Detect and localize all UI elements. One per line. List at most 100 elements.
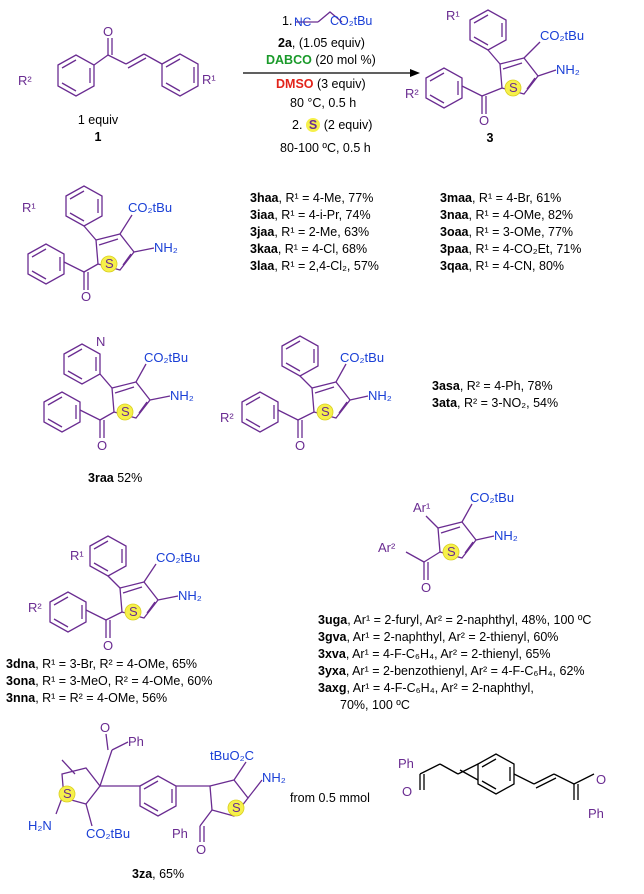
ar-series: 3uga, Ar¹ = 2-furyl, Ar² = 2-naphthyl, 4… [318, 612, 591, 714]
amino-group: NH₂ [368, 388, 392, 403]
nc-group: NC [294, 15, 312, 29]
atom-o: O [479, 113, 489, 128]
sulfur-line: 2. S (2 equiv) [292, 117, 372, 134]
ester-group: CO₂tBu [128, 200, 172, 215]
atom-r1: R¹ [202, 72, 216, 87]
ester-group: CO₂tBu [156, 550, 200, 565]
sulfur-symbol: S [305, 118, 321, 132]
atom-o: O [103, 638, 113, 653]
atom-ar2: Ar² [378, 540, 396, 555]
list-item: 3nna, R¹ = R² = 4-OMe, 56% [6, 691, 168, 705]
compound-3raa-label: 3raa 52% [88, 471, 143, 485]
amino-group: NH₂ [556, 62, 580, 77]
temp-time-2: 80-100 ºC, 0.5 h [280, 141, 371, 155]
phenyl-group: Ph [128, 734, 144, 749]
list-item: 3ata, R² = 3-NO₂, 54% [432, 396, 559, 410]
step1-number: 1. [282, 14, 293, 28]
list-item: 70%, 100 ºC [340, 698, 410, 712]
list-item: 3paa, R¹ = 4-CO₂Et, 71% [440, 242, 582, 256]
ester-reagent-label: CO₂tBu [330, 13, 372, 30]
list-item: 3axg, Ar¹ = 4-F-C₆H₄, Ar² = 2-naphthyl, [318, 681, 534, 695]
structure-r2-series [241, 335, 369, 438]
list-item: 3dna, R¹ = 3-Br, R² = 4-OMe, 65% [6, 657, 198, 671]
atom-o: O [596, 772, 606, 787]
list-item: 3xva, Ar¹ = 4-F-C₆H₄, Ar² = 2-thienyl, 6… [318, 647, 551, 661]
r1r2-series: 3dna, R¹ = 3-Br, R² = 4-OMe, 65% 3ona, R… [6, 656, 212, 707]
amino-group: NH₂ [170, 388, 194, 403]
reactant-equiv: 1 equiv [77, 113, 119, 127]
structure-r1r2-series [49, 535, 179, 638]
atom-o: O [196, 842, 206, 857]
ester-group: CO₂tBu [470, 490, 514, 505]
reagent-line: 2a, (1.05 equiv) [278, 35, 365, 52]
structure-r1-series [27, 185, 155, 290]
list-item: 3naa, R¹ = 4-OMe, 82% [440, 208, 574, 222]
solvent-name: DMSO [276, 77, 314, 91]
base-amount: (20 mol %) [311, 53, 376, 67]
atom-o: O [402, 784, 412, 799]
list-item: 3qaa, R¹ = 4-CN, 80% [440, 259, 565, 273]
bis-chalcone-precursor [419, 753, 595, 800]
atom-o: O [97, 438, 107, 453]
list-item: 3uga, Ar¹ = 2-furyl, Ar² = 2-naphthyl, 4… [318, 613, 592, 627]
atom-o: O [100, 720, 110, 735]
atom-o: O [81, 289, 91, 304]
atom-o: O [421, 580, 431, 595]
reactant-label: 1 [94, 130, 102, 144]
step2-number: 2. [292, 118, 303, 132]
atom-r1: R¹ [446, 8, 460, 23]
ester-group: CO₂tBu [330, 14, 373, 28]
sulfur-amount: (2 equiv) [320, 118, 373, 132]
ester-group: CO₂tBu [340, 350, 384, 365]
atom-o: O [295, 438, 305, 453]
structure-3za [55, 733, 263, 842]
atom-s: S [509, 80, 518, 95]
list-item: 3jaa, R¹ = 2-Me, 63% [250, 225, 370, 239]
amino-group: H₂N [28, 818, 52, 833]
list-item: 3ona, R¹ = 3-MeO, R² = 4-OMe, 60% [6, 674, 213, 688]
r2-series: 3asa, R² = 4-Ph, 78% 3ata, R² = 3-NO₂, 5… [432, 378, 558, 412]
solvent-line: DMSO (3 equiv) [276, 76, 366, 93]
amino-group: NH₂ [494, 528, 518, 543]
atom-o: O [103, 24, 113, 39]
amino-group: NH₂ [154, 240, 178, 255]
atom-s: S [121, 404, 130, 419]
product-label: 3 [486, 131, 494, 145]
list-item: 3laa, R¹ = 2,4-Cl₂, 57% [250, 259, 379, 273]
ester-group: tBuO₂C [210, 748, 254, 763]
atom-s: S [105, 256, 114, 271]
atom-s: S [447, 544, 456, 559]
atom-n: N [96, 334, 105, 349]
amino-group: NH₂ [262, 770, 286, 785]
atom-r1: R¹ [70, 548, 84, 563]
atom-s: S [232, 800, 241, 815]
phenyl-group: Ph [398, 756, 414, 771]
compound-3za-label: 3za, 65% [132, 867, 185, 881]
ester-group: CO₂tBu [144, 350, 188, 365]
atom-s: S [129, 604, 138, 619]
list-item: 3kaa, R¹ = 4-Cl, 68% [250, 242, 368, 256]
list-item: 3maa, R¹ = 4-Br, 61% [440, 191, 562, 205]
list-item: 3oaa, R¹ = 3-OMe, 77% [440, 225, 574, 239]
ester-group: CO₂tBu [540, 28, 584, 43]
atom-r2: R² [220, 410, 234, 425]
ester-group: CO₂tBu [86, 826, 130, 841]
list-item: 3haa, R¹ = 4-Me, 77% [250, 191, 374, 205]
r1-series-col1: 3haa, R¹ = 4-Me, 77% 3iaa, R¹ = 4-i-Pr, … [250, 190, 379, 275]
list-item: 3yxa, Ar¹ = 2-benzothienyl, Ar² = 4-F-C₆… [318, 664, 585, 678]
reagent-code: 2a [278, 36, 292, 50]
scale-note: from 0.5 mmol [290, 791, 370, 805]
temp-time-1: 80 °C, 0.5 h [290, 96, 357, 110]
atom-s: S [63, 786, 72, 801]
r1-series-col2: 3maa, R¹ = 4-Br, 61% 3naa, R¹ = 4-OMe, 8… [440, 190, 581, 275]
list-item: 3gva, Ar¹ = 2-naphthyl, Ar² = 2-thienyl,… [318, 630, 559, 644]
reagent-equiv: , (1.05 equiv) [291, 36, 365, 50]
product-generic-thiophene [425, 9, 557, 114]
amino-group: NH₂ [178, 588, 202, 603]
atom-s: S [321, 404, 330, 419]
phenyl-group: Ph [172, 826, 188, 841]
solvent-amount: (3 equiv) [313, 77, 366, 91]
atom-r1: R¹ [22, 200, 36, 215]
